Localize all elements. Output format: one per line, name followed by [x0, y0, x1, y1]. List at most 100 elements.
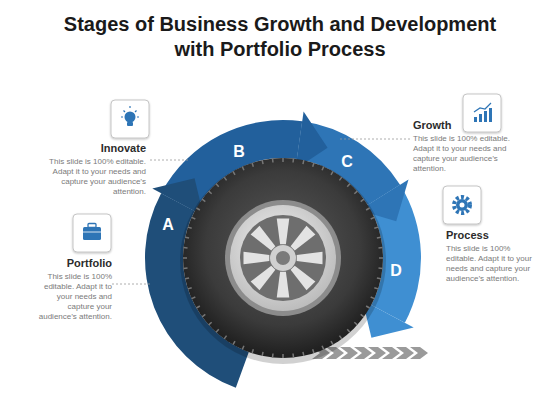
tread-mark: [282, 354, 284, 358]
tread-mark: [216, 184, 219, 187]
stage-arrows: [145, 111, 421, 387]
tread-mark: [378, 267, 382, 269]
tread-mark: [371, 217, 375, 219]
tire-body: [183, 158, 383, 358]
callout-body: This slide is 100% editable. Adapt it to…: [446, 244, 538, 284]
rim-spoke: [251, 226, 276, 251]
tread-mark: [188, 288, 192, 289]
tread-mark: [261, 352, 263, 356]
tread-mark: [292, 159, 294, 163]
stage-letter: B: [229, 142, 249, 162]
callout-heading: Innovate: [38, 141, 146, 155]
callout-body: This slide is 100% editable. Adapt it to…: [413, 134, 531, 174]
tread-mark: [331, 341, 333, 344]
callout-box: PortfolioThis slide is 100% editable. Ad…: [30, 256, 112, 322]
tread-mark: [233, 171, 235, 174]
tread-mark: [233, 341, 235, 344]
tread-mark: [313, 349, 314, 353]
tread-mark: [242, 167, 244, 171]
hub-center: [276, 251, 290, 265]
chart-icon: [474, 103, 492, 122]
tread-mark: [361, 199, 364, 201]
stage-letter: A: [158, 215, 178, 235]
callout-box: InnovateThis slide is 100% editable. Ada…: [38, 141, 146, 197]
tread-mark: [302, 352, 304, 356]
tread-mark: [252, 349, 253, 353]
tread-mark: [261, 160, 263, 164]
tread-mark: [188, 227, 192, 228]
tread-mark: [183, 257, 187, 259]
tread-mark: [322, 167, 324, 171]
tread-mark: [216, 329, 219, 332]
tread-mark: [192, 217, 196, 219]
rim-spoke: [277, 218, 290, 244]
tread-mark: [377, 277, 381, 279]
tire-shadow: [180, 158, 386, 364]
tread-mark: [252, 163, 253, 167]
tread-mark: [347, 184, 350, 187]
tread-mark: [184, 247, 188, 249]
callout-body: This slide is 100% editable. Adapt it to…: [38, 157, 146, 197]
rim-spoke: [277, 272, 290, 298]
tread-mark: [366, 208, 369, 210]
tread-mark: [202, 199, 205, 201]
callout-heading: Process: [446, 228, 538, 242]
briefcase-icon: [83, 224, 101, 241]
tread-mark: [371, 297, 375, 299]
rim-spoke: [251, 266, 276, 291]
tread-mark: [224, 336, 226, 339]
tread-mark: [313, 163, 314, 167]
tread-mark: [377, 236, 381, 238]
tire: [180, 158, 386, 364]
callout-box: ProcessThis slide is 100% editable. Adap…: [446, 228, 538, 284]
tread-mark: [354, 322, 357, 325]
tread-mark: [202, 314, 205, 316]
tread-mark: [209, 191, 212, 194]
rim-spoke: [291, 266, 316, 291]
rim-spoke: [243, 252, 269, 265]
tread-mark: [354, 191, 357, 194]
rim-spoke: [297, 252, 323, 265]
tread-mark: [292, 353, 294, 357]
tread-mark: [272, 353, 274, 357]
tread-mark: [366, 306, 369, 308]
tread-mark: [184, 267, 188, 269]
tread-mark: [347, 329, 350, 332]
tread-mark: [374, 288, 378, 289]
tread-mark: [282, 158, 284, 162]
rim-spoke: [291, 226, 316, 251]
tread-mark: [196, 208, 199, 210]
tread-mark: [378, 247, 382, 249]
tread-mark: [209, 322, 212, 325]
rim-edge: [225, 200, 341, 316]
tread-mark: [322, 346, 324, 350]
leader-lines: [112, 139, 410, 284]
tread-mark: [331, 171, 333, 174]
tread-mark: [185, 277, 189, 279]
callout-heading: Portfolio: [30, 256, 112, 270]
tread-mark: [185, 236, 189, 238]
tread-mark: [374, 227, 378, 228]
tread-mark: [339, 336, 341, 339]
tread-mark: [302, 160, 304, 164]
hub: [270, 245, 296, 271]
stage-letter: C: [337, 152, 357, 172]
tread-mark: [196, 306, 199, 308]
tread-mark: [361, 314, 364, 316]
tread-mark: [242, 346, 244, 350]
tread-mark: [379, 257, 383, 259]
callout-body: This slide is 100% editable. Adapt it to…: [30, 272, 112, 322]
rim: [230, 205, 336, 311]
tread-mark: [192, 297, 196, 299]
bulb-icon: [121, 106, 139, 126]
diagram-title: Stages of Business Growth and Developmen…: [60, 12, 500, 62]
tread-mark: [224, 177, 226, 180]
tread-mark: [339, 177, 341, 180]
rim-inner: [240, 215, 326, 301]
callout-box: GrowthThis slide is 100% editable. Adapt…: [413, 118, 531, 174]
callout-heading: Growth: [413, 118, 531, 132]
tread-mark: [272, 159, 274, 163]
stage-letter: D: [386, 261, 406, 281]
